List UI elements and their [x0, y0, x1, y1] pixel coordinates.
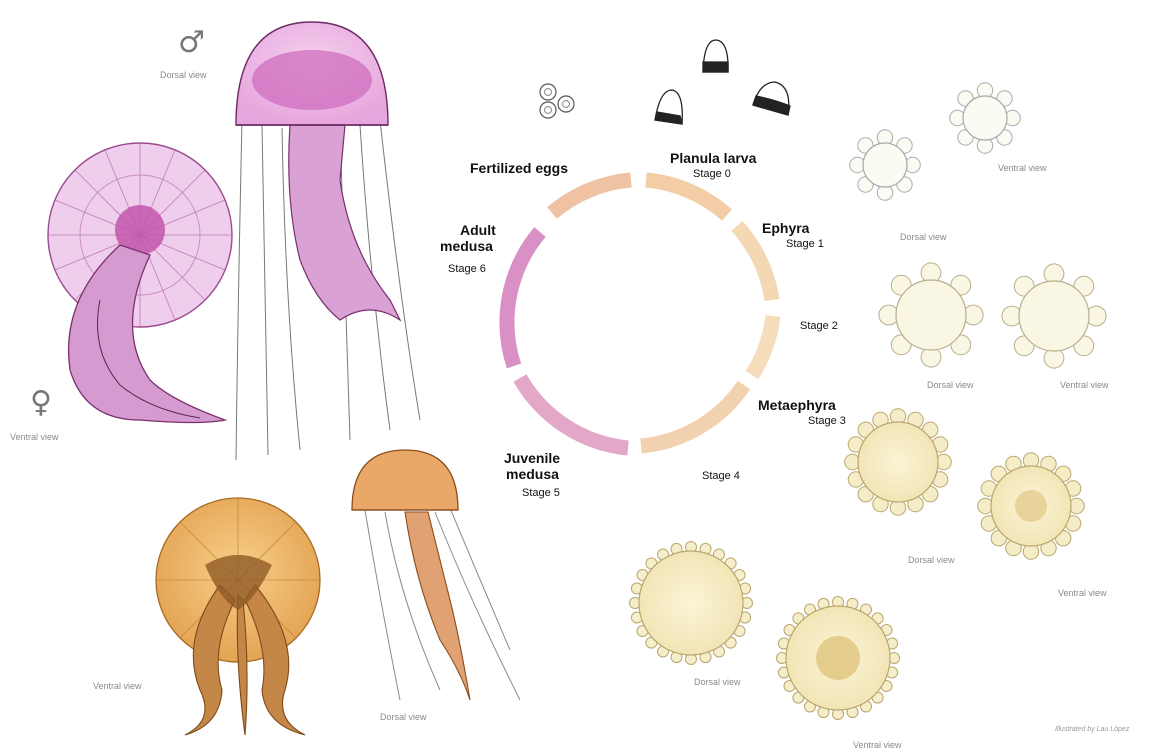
stage-number-0: Stage 0: [693, 168, 731, 181]
stage-title-adult-line1: Adult: [460, 222, 496, 238]
stage-number-4: Stage 4: [702, 470, 740, 483]
male-symbol: ♂: [178, 28, 205, 58]
juvenile-medusa-ventral-illustration: [156, 498, 320, 735]
ring-arc-eggs: [552, 180, 631, 213]
ring-arc-ephyra: [737, 226, 772, 300]
stage-title-adult-line2: medusa: [440, 238, 493, 254]
stage-title-ephyra: Ephyra: [762, 220, 809, 236]
adult-medusa-ventral-illustration: [48, 143, 232, 423]
stage-number-3: Stage 3: [808, 415, 846, 428]
metaephyra-stage3-illustration: [858, 422, 1071, 546]
illustrator-credit: Illustrated by Lau López: [1055, 726, 1129, 733]
ring-arc-metaephyra: [641, 385, 744, 446]
view-label-stage4-ventral: Ventral view: [853, 740, 902, 750]
planula-larva-illustration: [655, 40, 790, 124]
view-label-ephyra1-ventral: Ventral view: [998, 163, 1047, 173]
adult-medusa-dorsal-illustration: [236, 22, 420, 460]
view-label-ephyra2-ventral: Ventral view: [1060, 380, 1109, 390]
stage-title-metaephyra: Metaephyra: [758, 397, 836, 413]
stage-title-juvenile-line1: Juvenile: [504, 450, 560, 466]
ephyra-stage2-illustration: [896, 280, 1089, 351]
ring-arc-juvenile: [507, 232, 540, 366]
view-label-metaephyra-ventral: Ventral view: [1058, 588, 1107, 598]
ring-arc-stage2: [752, 316, 773, 375]
ring-arc-planula: [646, 180, 727, 215]
eggs-illustration: [540, 84, 574, 118]
stage-number-6: Stage 6: [448, 263, 486, 276]
view-label-juvenile-ventral: Ventral view: [93, 681, 142, 691]
stage4-illustration: [639, 551, 890, 710]
ring-arc-stage4: [520, 378, 628, 448]
view-label-adult-dorsal: Dorsal view: [160, 70, 207, 80]
view-label-ephyra1-dorsal: Dorsal view: [900, 232, 947, 242]
stage-title-juvenile-line2: medusa: [506, 466, 559, 482]
view-label-stage4-dorsal: Dorsal view: [694, 677, 741, 687]
view-label-ephyra2-dorsal: Dorsal view: [927, 380, 974, 390]
stage-number-5: Stage 5: [522, 487, 560, 500]
stage-number-2: Stage 2: [800, 320, 838, 333]
female-symbol: ♀: [30, 388, 52, 418]
life-cycle-ring: [507, 180, 773, 448]
stage-title-planula-larva: Planula larva: [670, 150, 756, 166]
view-label-metaephyra-dorsal: Dorsal view: [908, 555, 955, 565]
stage-title-fertilized-eggs: Fertilized eggs: [470, 160, 568, 176]
view-label-juvenile-dorsal: Dorsal view: [380, 712, 427, 722]
stage-number-1: Stage 1: [786, 238, 824, 251]
view-label-adult-ventral: Ventral view: [10, 432, 59, 442]
juvenile-medusa-dorsal-illustration: [352, 450, 520, 700]
